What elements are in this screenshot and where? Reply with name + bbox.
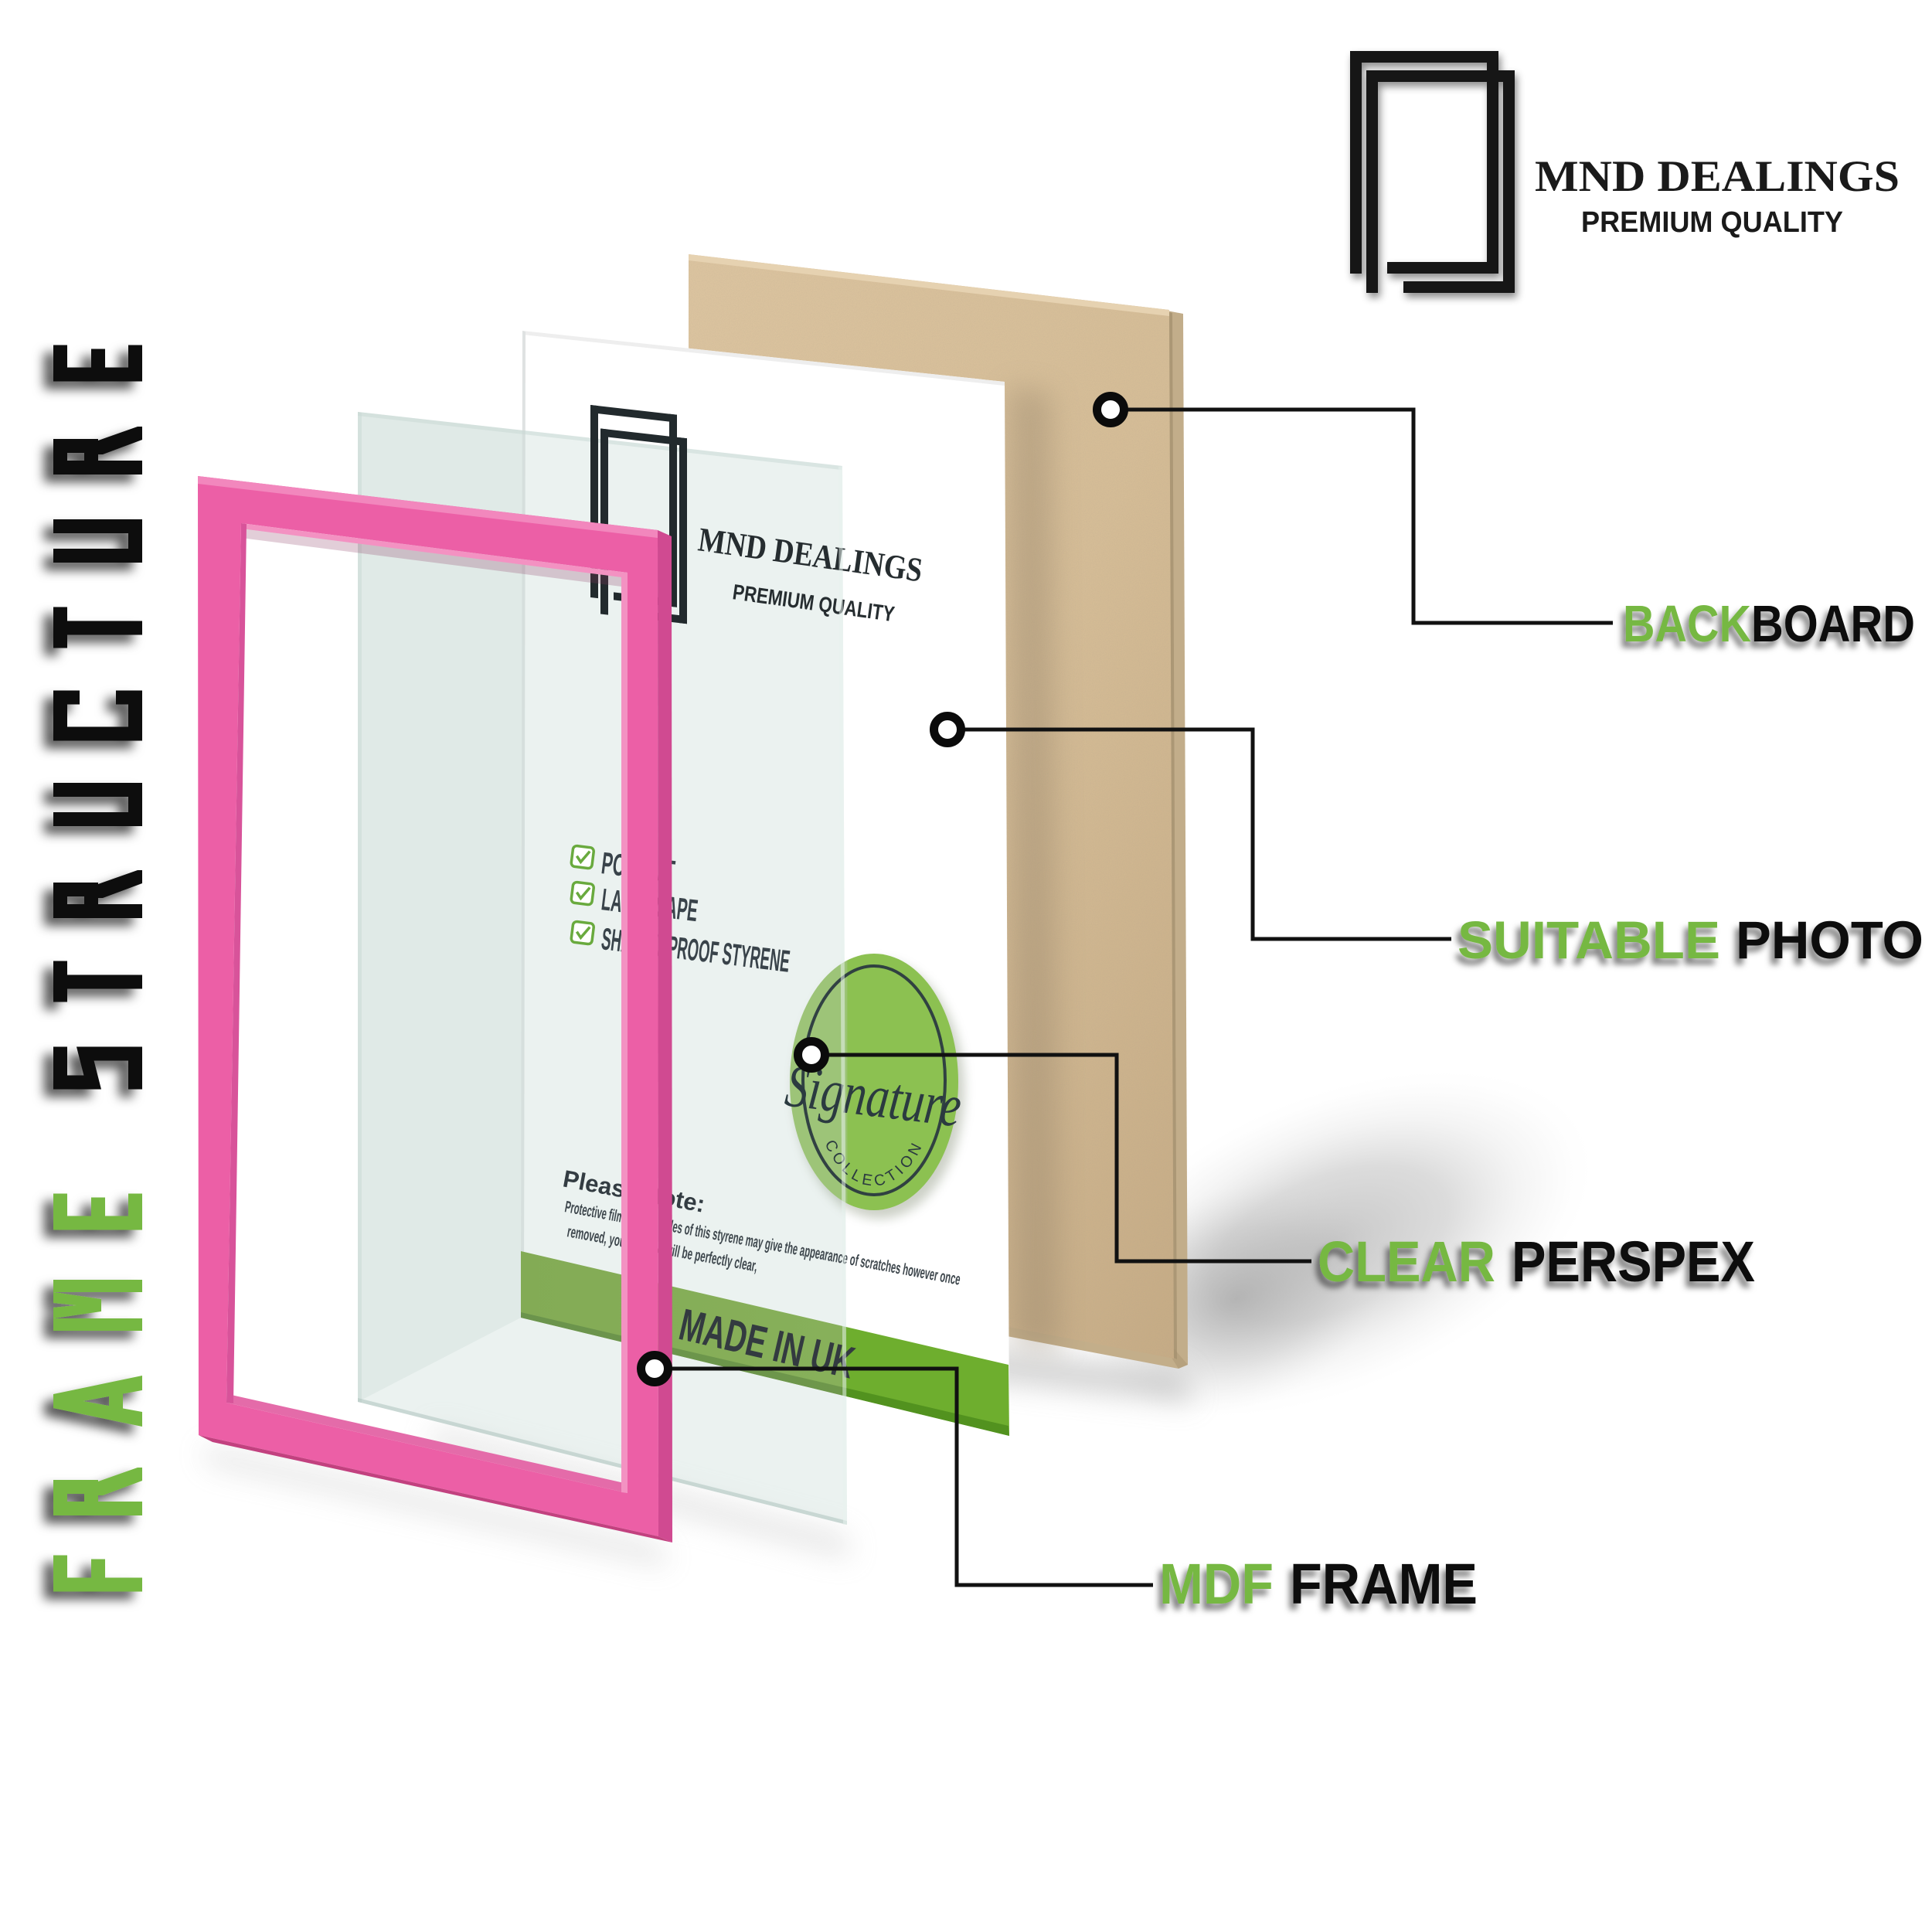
svg-text:PHOTO: PHOTO — [1736, 910, 1923, 970]
svg-text:MND DEALINGS: MND DEALINGS — [1535, 152, 1900, 201]
svg-text:BACK: BACK — [1623, 595, 1751, 653]
svg-text:CLEAR: CLEAR — [1318, 1230, 1495, 1294]
svg-text:FRAME: FRAME — [1290, 1552, 1478, 1616]
svg-text:MDF: MDF — [1159, 1552, 1274, 1616]
svg-text:BOARD: BOARD — [1751, 595, 1915, 653]
svg-text:SUITABLE: SUITABLE — [1458, 910, 1720, 970]
svg-text:PERSPEX: PERSPEX — [1512, 1230, 1755, 1294]
svg-text:PREMIUM QUALITY: PREMIUM QUALITY — [1581, 206, 1843, 239]
